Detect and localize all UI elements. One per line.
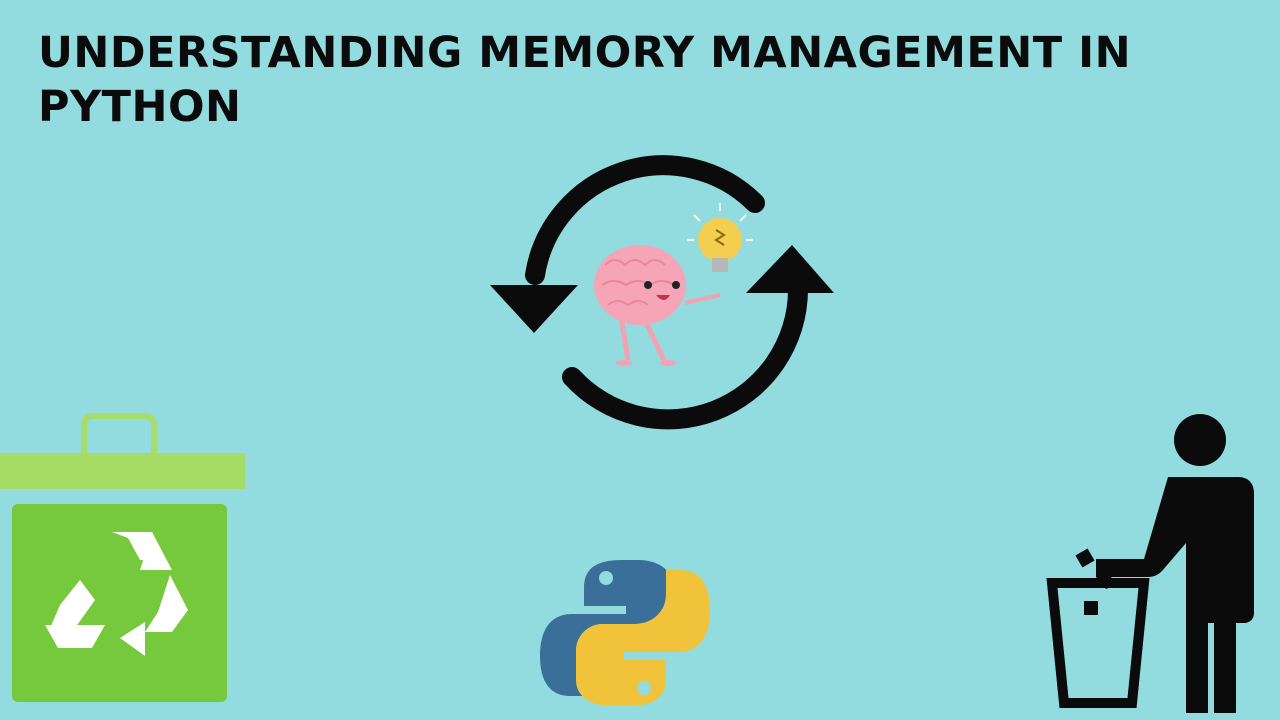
- python-logo-icon: [540, 560, 710, 706]
- light-bulb-icon: [687, 203, 753, 272]
- recycle-bin-icon: [0, 413, 245, 702]
- page-title: UNDERSTANDING MEMORY MANAGEMENT IN PYTHO…: [38, 28, 1132, 132]
- refresh-cycle-icon: [490, 155, 834, 430]
- brain-character-icon: [594, 245, 721, 366]
- person-throwing-trash-icon: [1046, 414, 1254, 713]
- recycle-arrows-icon: [45, 532, 188, 656]
